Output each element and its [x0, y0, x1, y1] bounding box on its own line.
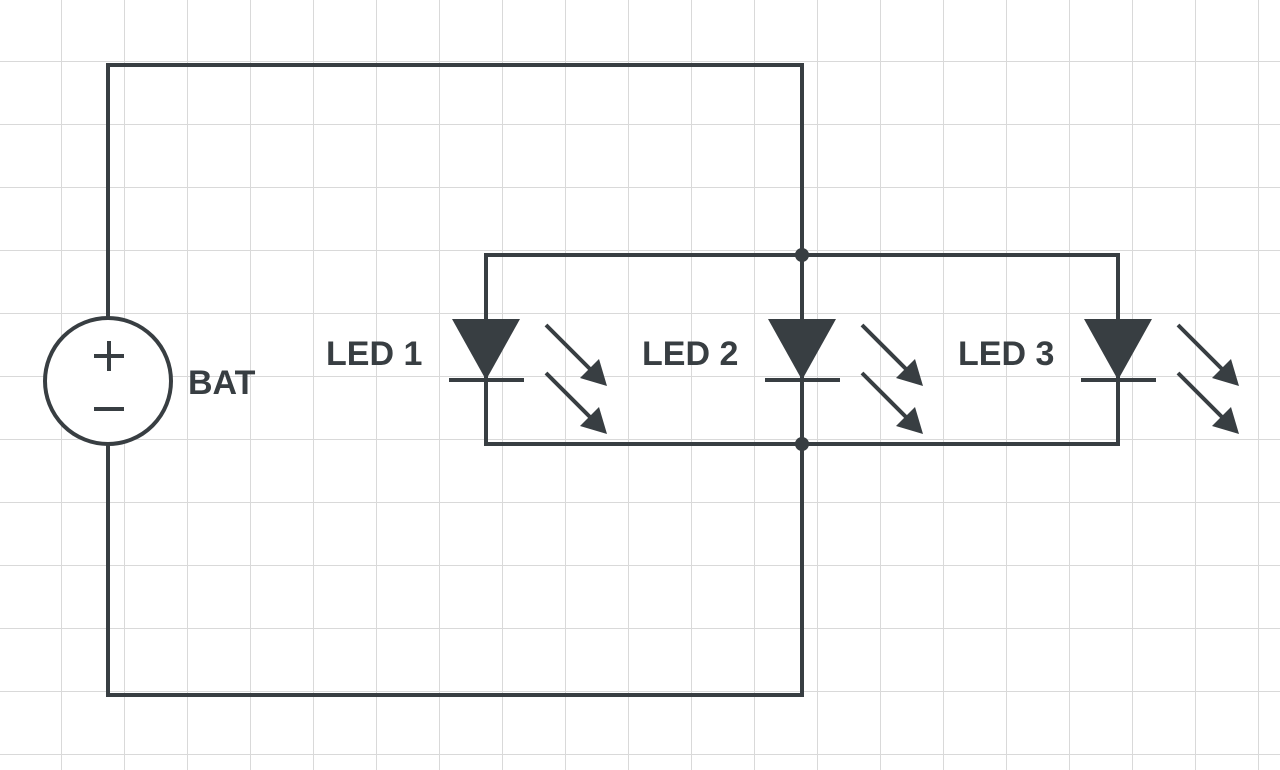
light-emission-arrow-icon [860, 371, 923, 434]
light-emission-arrow-icon [1176, 371, 1239, 434]
led-1-label: LED 1 [326, 335, 423, 373]
light-emission-arrow-icon [544, 371, 607, 434]
led-diode-icon [1081, 319, 1156, 382]
junction-dot-icon [795, 437, 809, 451]
wire-top [106, 63, 804, 320]
light-emission-arrow-icon [860, 323, 923, 386]
emission-arrows [544, 323, 1239, 434]
battery-label: BAT [188, 364, 256, 402]
battery-symbol-icon [43, 316, 173, 446]
junction-dot-icon [795, 248, 809, 262]
led-diode-icon [449, 319, 524, 382]
led-2-label: LED 2 [642, 335, 739, 373]
light-emission-arrow-icon [1176, 323, 1239, 386]
led-diode-icon [765, 319, 840, 382]
wire-bottom [106, 442, 804, 697]
light-emission-arrow-icon [544, 323, 607, 386]
led-3-label: LED 3 [958, 335, 1055, 373]
